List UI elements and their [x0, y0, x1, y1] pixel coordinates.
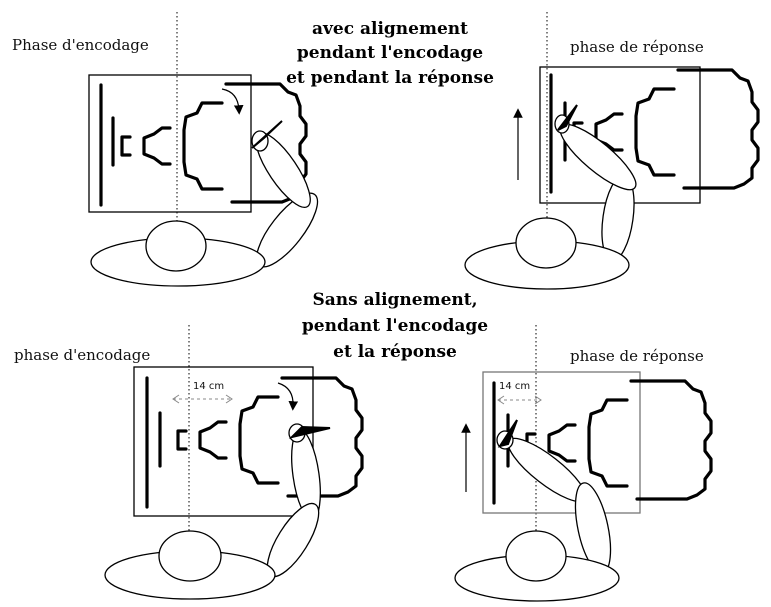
heading-line-2: pendant l'encodage [302, 316, 488, 336]
screen-frame [133, 366, 314, 517]
pointer-tool [497, 419, 518, 448]
phase-label: Phase d'encodage [12, 36, 149, 54]
pointer-tool [557, 104, 578, 131]
distance-arrow-left [172, 394, 180, 404]
screen-frame [88, 74, 252, 213]
head [505, 530, 567, 582]
panel-top-right: phase de réponse [464, 12, 760, 290]
distance-indicator: 14 cm [497, 381, 542, 405]
curved-arrow [221, 88, 244, 115]
heading-line-3: et pendant la réponse [286, 68, 494, 88]
distance-indicator: 14 cm [172, 381, 233, 404]
panel-bottom-right: phase de réponse 14 cm [454, 325, 713, 602]
pointer-tool [288, 425, 331, 439]
heading-line-1: Sans alignement, [312, 290, 477, 310]
phase-label: phase d'encodage [14, 346, 150, 364]
head [145, 220, 207, 272]
heading-line-2: pendant l'encodage [297, 43, 483, 63]
distance-arrow-left [497, 395, 505, 405]
phase-label: phase de réponse [570, 347, 704, 365]
heading-with-alignment: avec alignement pendant l'encodage et pe… [286, 19, 494, 88]
heading-line-1: avec alignement [312, 19, 468, 39]
panel-bottom-left: phase d'encodage 14 cm [14, 325, 364, 600]
distance-label: 14 cm [193, 381, 224, 392]
screen-frame [482, 371, 641, 514]
head [158, 530, 222, 582]
bracket-figure [176, 376, 364, 498]
pointer-tool [251, 120, 283, 149]
heading-without-alignment: Sans alignement, pendant l'encodage et l… [302, 290, 488, 362]
distance-label: 14 cm [499, 381, 530, 392]
distance-arrow-right [534, 395, 542, 405]
curved-arrow [277, 382, 299, 411]
distance-arrow-right [225, 394, 233, 404]
heading-line-3: et la réponse [333, 342, 457, 362]
panel-top-left: Phase d'encodage [12, 12, 319, 287]
phase-label: phase de réponse [570, 38, 704, 56]
head [515, 217, 577, 269]
